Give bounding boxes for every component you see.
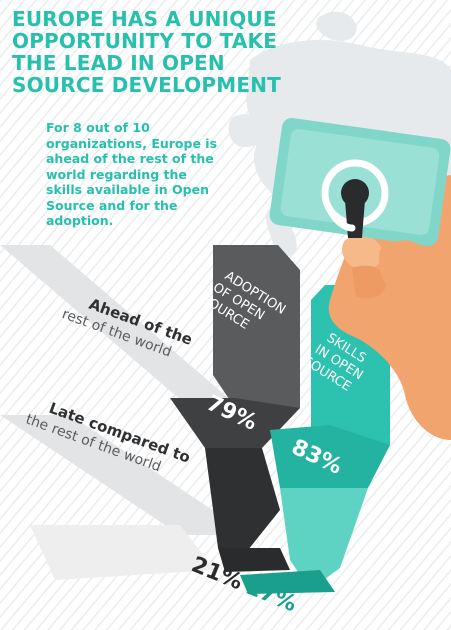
skills-ahead-face [270, 425, 390, 488]
page-title: EUROPE HAS A UNIQUE OPPORTUNITY TO TAKE … [12, 8, 312, 96]
hand-thumb [379, 240, 431, 293]
adoption-drop [205, 448, 280, 560]
skills-late-face [240, 570, 335, 594]
title-line-1: EUROPE HAS A UNIQUE [12, 7, 277, 31]
intro-line-6: Source and for the [46, 197, 178, 213]
intro-line-2: organizations, Europe is [46, 135, 218, 151]
intro-line-1: For 8 out of 10 [46, 120, 150, 135]
title-line-3: THE LEAD IN OPEN [12, 51, 225, 75]
adoption-column [170, 245, 300, 572]
adoption-late-face [218, 548, 290, 572]
intro-line-3: ahead of the rest of the [46, 151, 214, 166]
late-row-band-front [30, 525, 215, 580]
keyhole-card-icon [269, 117, 451, 247]
adoption-ahead-face [170, 398, 300, 448]
title-line-2: OPPORTUNITY TO TAKE [12, 29, 278, 53]
intro-line-7: adoption. [46, 213, 114, 228]
ahead-row-band [0, 245, 260, 425]
skills-drop [280, 488, 368, 590]
adoption-column-header [213, 245, 300, 408]
intro-text: For 8 out of 10 organizations, Europe is… [46, 120, 246, 229]
late-row-band [0, 415, 250, 535]
intro-line-5: skills available in Open [46, 182, 209, 197]
intro-line-4: world regarding the [46, 166, 187, 182]
title-line-4: SOURCE DEVELOPMENT [12, 73, 281, 97]
